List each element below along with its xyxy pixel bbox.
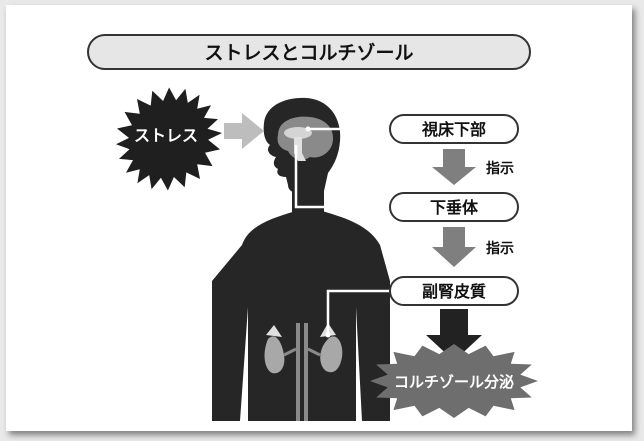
- step-adrenal-cortex-label: 副腎皮質: [422, 282, 486, 301]
- stress-label: ストレス: [134, 126, 198, 145]
- neck-silhouette: [292, 185, 324, 213]
- title-banner-box: [87, 34, 531, 70]
- stress-burst-shape: [116, 87, 222, 191]
- page: ストレスとコルチゾール ストレス 視床下部: [6, 5, 632, 431]
- step-pituitary-label: 下垂体: [430, 198, 479, 217]
- step-adrenal-cortex: 副腎皮質: [389, 276, 519, 306]
- down-arrow-2: [432, 227, 476, 267]
- instruction-label-2: 指示: [486, 240, 514, 257]
- brain-icon: [277, 116, 334, 160]
- step-hypothalamus-label: 視床下部: [421, 120, 486, 139]
- left-adrenal-icon: [266, 325, 282, 337]
- cortisol-burst-shape: [370, 344, 538, 418]
- connector-lines: [294, 127, 390, 335]
- stress-burst: ストレス: [116, 87, 222, 191]
- hypothalamus-marker: [305, 126, 311, 132]
- vena-cava-icon: [304, 323, 308, 421]
- step-adrenal-cortex-box: [389, 276, 519, 306]
- down-arrow-output: [426, 309, 482, 361]
- stress-to-brain-arrow: [224, 113, 264, 149]
- adrenal-marker: [325, 332, 331, 338]
- renal-vessel-icon: [283, 347, 321, 357]
- cortisol-label: コルチゾール分泌: [394, 373, 514, 391]
- instruction-label-1: 指示: [486, 160, 514, 177]
- torso-silhouette: [212, 211, 390, 421]
- connector-pituitary: [294, 145, 390, 209]
- right-kidney-icon: [320, 336, 343, 373]
- stress-cortisol-diagram: ストレスとコルチゾール ストレス 視床下部: [87, 34, 538, 421]
- down-arrow-1: [432, 149, 476, 185]
- aorta-icon: [296, 323, 300, 421]
- step-hypothalamus-box: [389, 114, 519, 144]
- connector-adrenal: [326, 289, 390, 335]
- kidneys-detail: [264, 323, 343, 421]
- title-text: ストレスとコルチゾール: [204, 42, 413, 64]
- cortisol-burst: コルチゾール分泌: [370, 344, 538, 418]
- brain-highlight: [284, 127, 312, 139]
- title-banner: ストレスとコルチゾール: [87, 34, 531, 70]
- step-pituitary-box: [389, 192, 519, 222]
- step-pituitary: 下垂体: [389, 192, 519, 222]
- step-hypothalamus: 視床下部: [389, 114, 519, 144]
- left-kidney-icon: [264, 336, 285, 374]
